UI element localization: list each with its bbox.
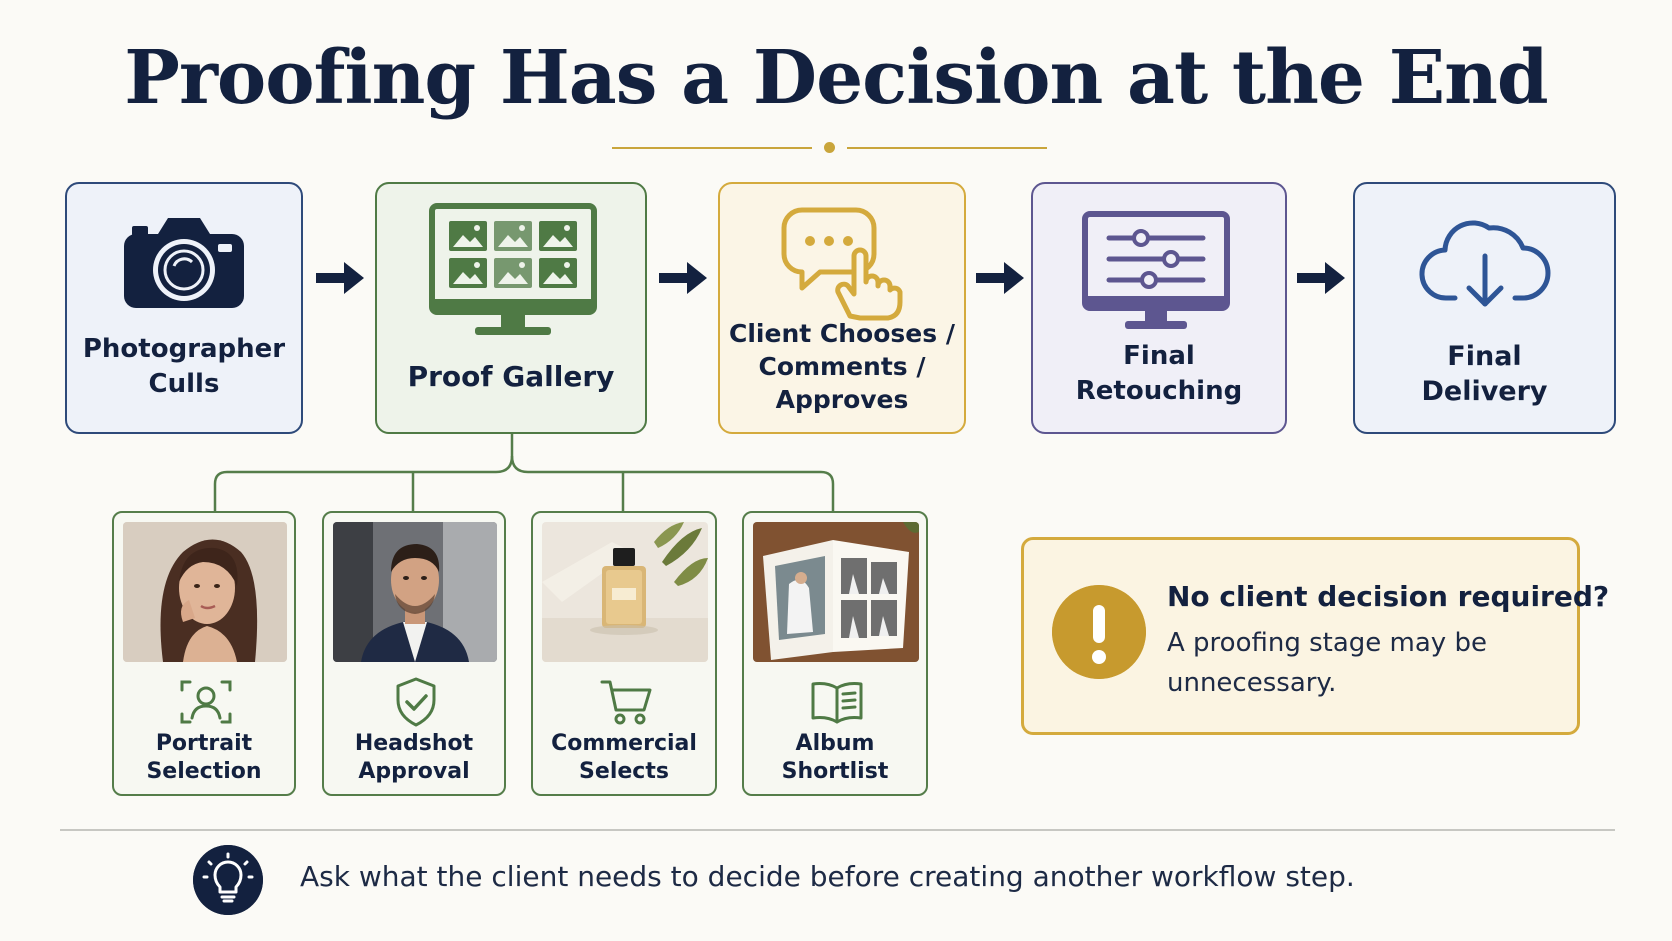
shield-check-icon: [396, 677, 436, 727]
step-label-line: Photographer: [82, 334, 286, 364]
open-book-icon: [811, 682, 863, 724]
step-label-line: Final: [1447, 341, 1522, 372]
cloud-download-icon: [1419, 220, 1551, 307]
step-label-line: Client Chooses /: [729, 319, 955, 348]
step-label-line: Retouching: [1075, 376, 1243, 406]
use-case-label-line: Headshot: [354, 731, 474, 756]
gallery-monitor-icon: [429, 203, 597, 335]
step-client-chooses: Client Chooses / Comments / Approves: [718, 182, 966, 434]
callout-body: A proofing stage may be unnecessary.: [1167, 628, 1487, 698]
step-label-line: Final: [1123, 341, 1195, 371]
step-label-line: Proof Gallery: [407, 360, 615, 393]
warning-callout: No client decision required? A proofing …: [1021, 537, 1609, 735]
title-divider: [612, 141, 1047, 153]
step-label-line: Approves: [775, 385, 909, 414]
callout-heading: No client decision required?: [1167, 580, 1610, 613]
use-case-label-line: Album: [795, 731, 875, 756]
person-focus-icon: [180, 680, 232, 724]
use-case-label-line: Commercial: [551, 731, 697, 756]
album-photo: [753, 522, 919, 662]
footer-divider: [60, 829, 1615, 831]
step-photographer-culls: Photographer Culls: [65, 182, 303, 434]
use-case-label-line: Selection: [146, 759, 262, 784]
exclamation-icon: [1052, 585, 1146, 679]
step-label-line: Culls: [148, 369, 220, 399]
step-final-retouching: Final Retouching: [1031, 182, 1287, 434]
footer-tip: Ask what the client needs to decide befo…: [300, 860, 1355, 893]
shopping-cart-icon: [600, 680, 652, 725]
arrow-right-icon: [976, 262, 1024, 294]
use-case-label-line: Selects: [579, 759, 669, 784]
portrait-photo: [123, 522, 287, 662]
use-case-commercial-selects: Commercial Selects: [531, 511, 717, 796]
use-case-headshot-approval: Headshot Approval: [322, 511, 506, 796]
headshot-photo: [333, 522, 497, 662]
lightbulb-icon: [193, 845, 263, 915]
use-case-label-line: Portrait: [155, 731, 253, 756]
step-label-line: Comments /: [758, 352, 926, 381]
use-case-portrait-selection: Portrait Selection: [112, 511, 296, 796]
use-case-label-line: Shortlist: [781, 759, 889, 784]
camera-icon: [124, 218, 244, 308]
page-title: Proofing Has a Decision at the End: [124, 35, 1548, 121]
use-case-album-shortlist: Album Shortlist: [742, 511, 928, 796]
arrow-right-icon: [316, 262, 364, 294]
arrow-right-icon: [1297, 262, 1345, 294]
step-proof-gallery: Proof Gallery: [375, 182, 647, 434]
arrow-right-icon: [659, 262, 707, 294]
product-photo: [542, 522, 708, 662]
chat-tap-icon: [781, 207, 903, 321]
step-final-delivery: Final Delivery: [1353, 182, 1616, 434]
sliders-monitor-icon: [1082, 211, 1230, 329]
use-case-label-line: Approval: [358, 759, 470, 784]
branch-connector: [213, 434, 835, 512]
step-label-line: Delivery: [1421, 376, 1548, 407]
